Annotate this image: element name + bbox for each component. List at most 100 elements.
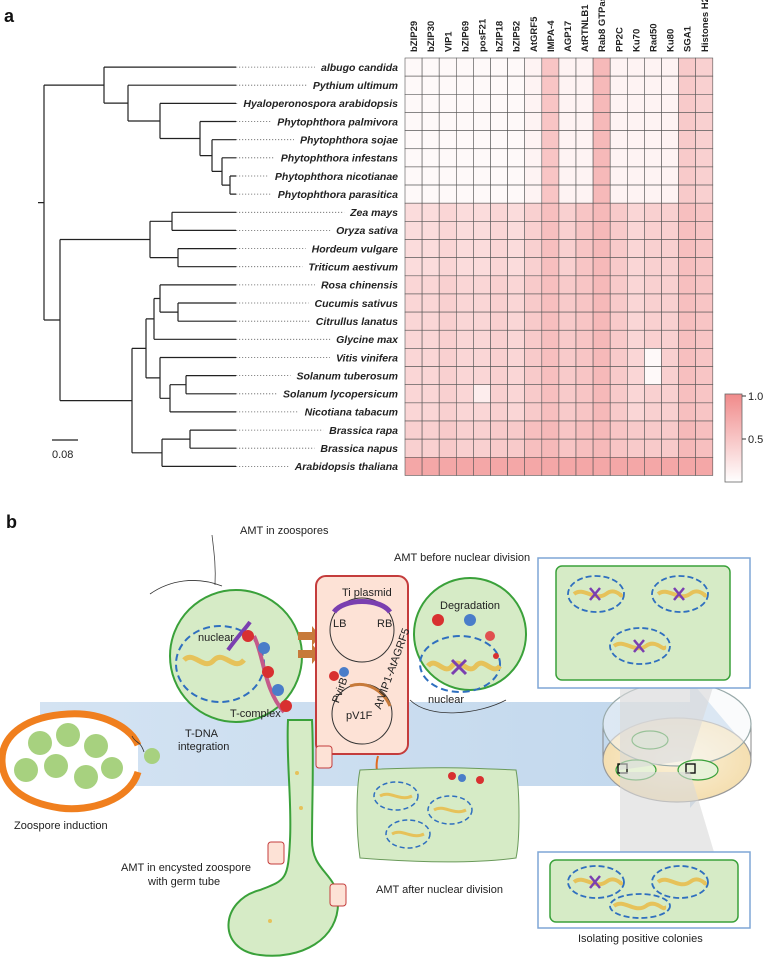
heatmap-cell [421, 311, 440, 331]
heatmap-cell [404, 348, 423, 367]
heatmap-cell [490, 438, 508, 458]
heatmap-cell [626, 293, 645, 313]
heatmap-cell [438, 329, 457, 349]
heatmap-cell [678, 456, 696, 476]
heatmap-cell [695, 293, 714, 313]
heatmap-cell [592, 348, 611, 367]
heatmap-cell [541, 257, 560, 277]
heatmap-cell [455, 130, 474, 150]
heatmap-cell [404, 402, 423, 422]
heatmap-cell [541, 366, 560, 385]
lb-label: LB [333, 618, 346, 630]
heatmap-cell [575, 456, 594, 476]
heatmap-cell [473, 348, 491, 367]
species-label: Solanum lycopersicum [283, 389, 398, 401]
heatmap [404, 57, 714, 476]
zoosporangium [0, 710, 160, 813]
heatmap-cell [695, 94, 714, 113]
heatmap-cell [695, 221, 714, 240]
heatmap-cell [661, 438, 679, 458]
heatmap-cell [455, 366, 474, 385]
heatmap-cell [609, 202, 628, 222]
heatmap-cell [678, 384, 696, 404]
heatmap-cell [421, 184, 440, 204]
heatmap-cell [695, 420, 714, 440]
nuclear-mid-label: nuclear [428, 694, 464, 706]
heatmap-cell [490, 57, 508, 77]
heatmap-cell [695, 202, 714, 222]
heatmap-cell [507, 57, 526, 77]
heatmap-cell [678, 57, 696, 77]
heatmap-cell [575, 166, 594, 186]
heatmap-cell [558, 257, 577, 277]
gene-label: Ku80 [666, 29, 677, 52]
heatmap-cell [695, 311, 714, 331]
species-label: Phytophthora infestans [281, 153, 398, 165]
degradation-label: Degradation [440, 600, 500, 612]
heatmap-cell [626, 184, 645, 204]
heatmap-cell [473, 239, 491, 258]
heatmap-cell [678, 402, 696, 422]
heatmap-cell [592, 112, 611, 131]
heatmap-cell [421, 293, 440, 313]
heatmap-cell [421, 420, 440, 440]
heatmap-cell [421, 202, 440, 222]
heatmap-cell [541, 57, 560, 77]
gene-label: bZIP29 [409, 21, 420, 52]
heatmap-cell [626, 112, 645, 131]
heatmap-cell [678, 257, 696, 277]
heatmap-cell [609, 456, 628, 476]
heatmap-cell [473, 311, 491, 331]
heatmap-cell [507, 221, 526, 240]
heatmap-cell [524, 130, 543, 150]
heatmap-cell [575, 57, 594, 77]
heatmap-cell [575, 239, 594, 258]
phylogenetic-tree [38, 66, 236, 467]
heatmap-cell [592, 75, 611, 95]
heatmap-cell [695, 239, 714, 258]
heatmap-cell [524, 275, 543, 295]
heatmap-cell [695, 348, 714, 367]
heatmap-cell [558, 130, 577, 150]
heatmap-cell [438, 221, 457, 240]
heatmap-cell [507, 75, 526, 95]
heatmap-cell [455, 239, 474, 258]
heatmap-cell [592, 94, 611, 113]
heatmap-cell [661, 184, 679, 204]
heatmap-cell [524, 221, 543, 240]
heatmap-cell [524, 166, 543, 186]
t-complex-label: T-complex [230, 708, 281, 720]
heatmap-cell [438, 148, 457, 168]
heatmap-cell [438, 456, 457, 476]
heatmap-cell [609, 366, 628, 385]
heatmap-cell [592, 202, 611, 222]
heatmap-cell [609, 438, 628, 458]
heatmap-cell [524, 348, 543, 367]
heatmap-cell [661, 402, 679, 422]
heatmap-cell [541, 311, 560, 331]
heatmap-cell [609, 384, 628, 404]
heatmap-cell [592, 384, 611, 404]
gene-label: Rab8 GTPase [597, 0, 608, 52]
heatmap-cell [524, 456, 543, 476]
heatmap-cell [455, 166, 474, 186]
heatmap-cell [404, 94, 423, 113]
gene-label: Rad50 [649, 23, 660, 52]
zoospore-cell [149, 534, 303, 723]
heatmap-cell [404, 384, 423, 404]
heatmap-cell [609, 311, 628, 331]
heatmap-cell [592, 366, 611, 385]
heatmap-cell [541, 438, 560, 458]
heatmap-cell [438, 366, 457, 385]
heatmap-cell [695, 384, 714, 404]
heatmap-cell [644, 384, 662, 404]
germ-tube-cell [227, 719, 347, 957]
heatmap-cell [644, 221, 662, 240]
heatmap-cell [695, 456, 714, 476]
heatmap-cell [490, 275, 508, 295]
heatmap-cell [661, 366, 679, 385]
heatmap-cell [507, 130, 526, 150]
colorbar [724, 393, 743, 483]
heatmap-cell [404, 257, 423, 277]
heatmap-cell [609, 148, 628, 168]
